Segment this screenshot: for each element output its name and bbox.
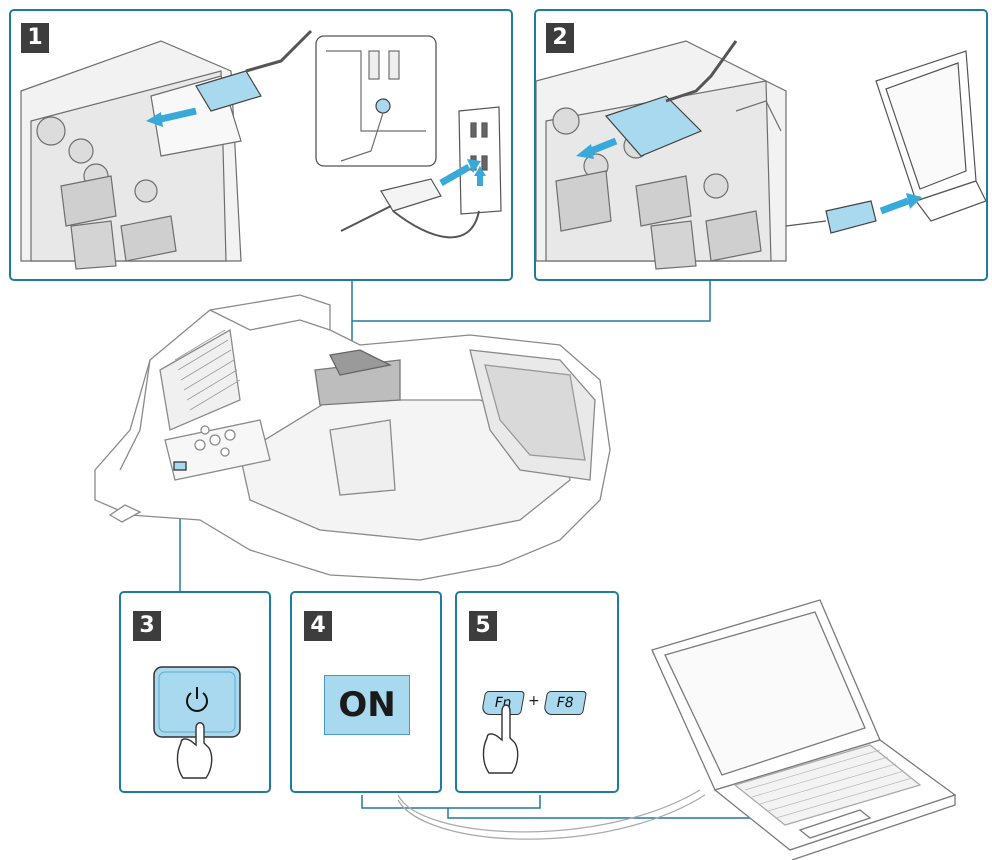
step1-panel: 1 — [9, 9, 513, 281]
step3-illustration — [153, 666, 241, 779]
key-plus-sign: + — [528, 693, 540, 709]
laptop-keys — [744, 749, 913, 819]
step2-panel: 2 — [534, 9, 988, 281]
step1-arrow-unplug — [160, 107, 197, 123]
pointing-hand-icon — [176, 722, 213, 779]
step5-badge: 5 — [469, 611, 497, 641]
power-icon — [186, 687, 208, 712]
step1-badge: 1 — [21, 23, 49, 53]
connection-cable — [397, 789, 701, 833]
step2-illustration — [536, 40, 986, 270]
laptop-illustration — [651, 599, 957, 860]
step2-arrow-plug — [879, 197, 910, 215]
step5-illustration — [482, 704, 519, 774]
step2-badge: 2 — [546, 23, 574, 53]
projector-grille — [174, 329, 241, 411]
step3-badge: 3 — [133, 611, 161, 641]
step2-arrow-unplug — [589, 137, 618, 155]
step3-panel: 3 — [119, 591, 271, 793]
step5-panel: 5 Fn + F8 — [455, 591, 619, 793]
step4-badge: 4 — [304, 611, 332, 641]
status-on-display: ON — [324, 675, 410, 735]
step1-arrow-plug — [439, 163, 471, 187]
pointing-hand-icon — [482, 704, 519, 774]
step4-panel: 4 ON — [290, 591, 442, 793]
step1-illustration — [20, 29, 502, 270]
